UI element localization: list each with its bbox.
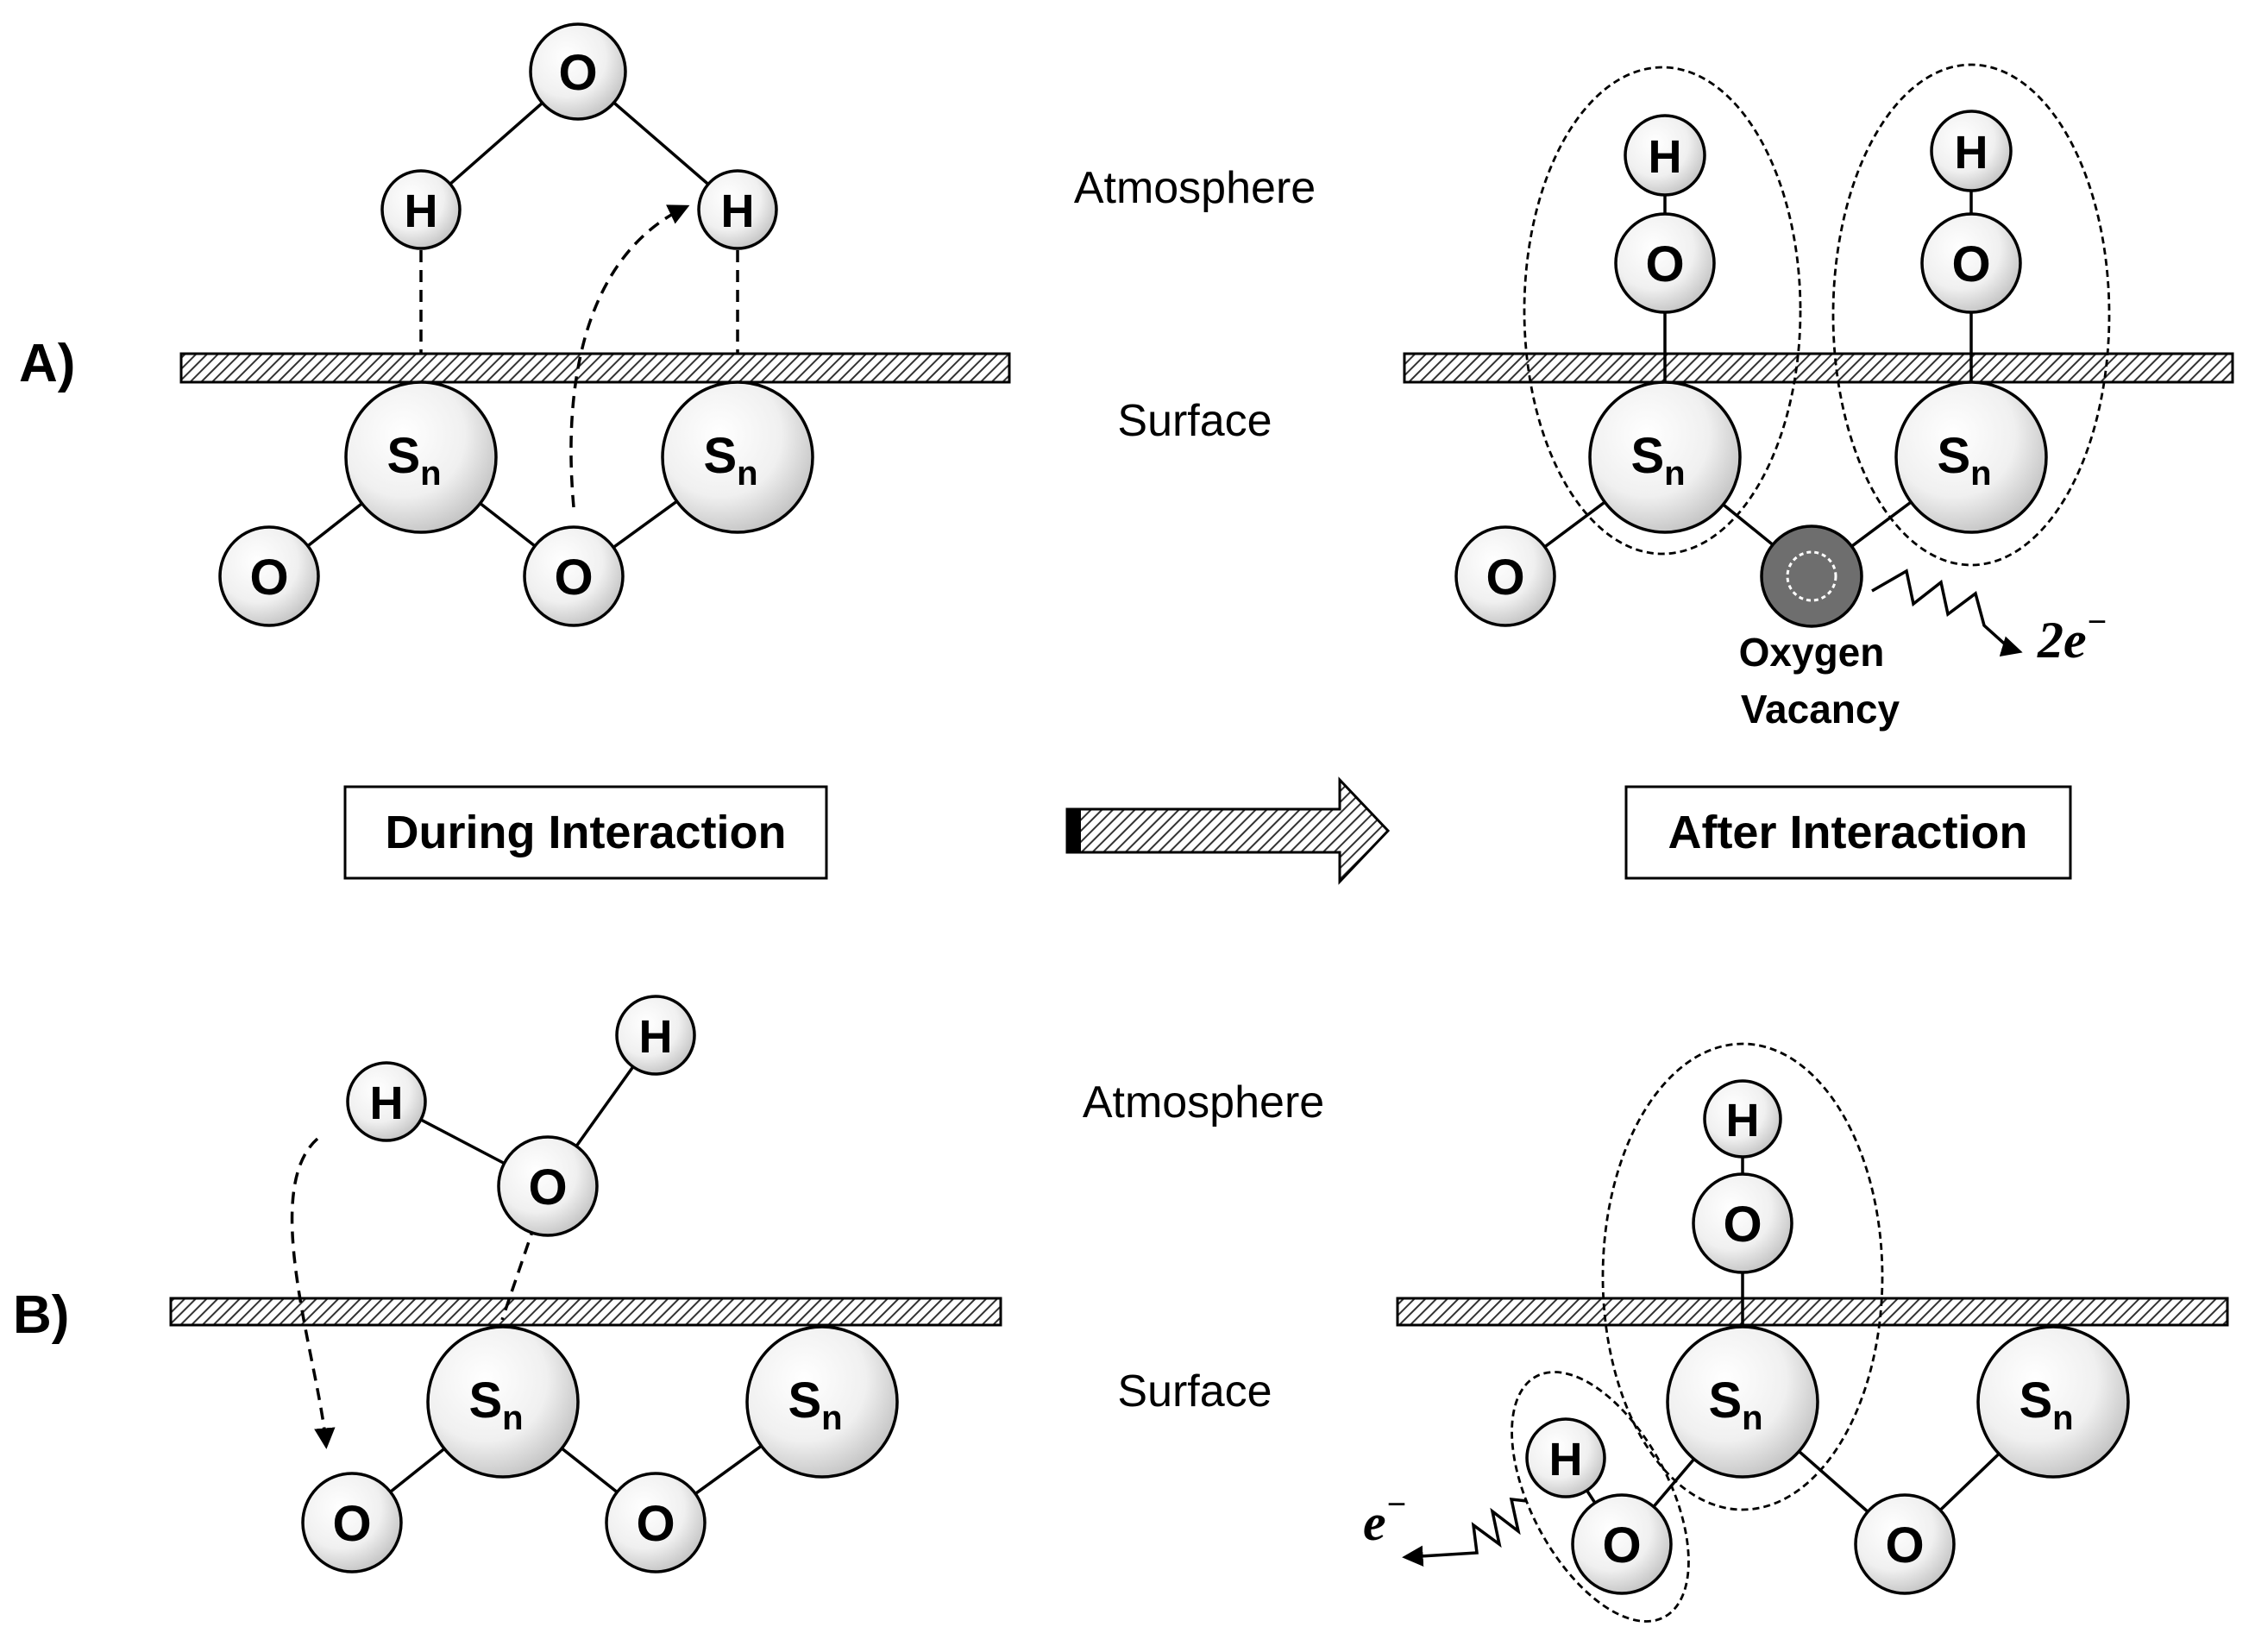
tin-atom: Sn	[661, 380, 814, 534]
oxygen-atom: O	[1614, 212, 1716, 314]
wavy-arrow-icon	[1402, 1497, 1528, 1567]
surface-slab	[1403, 352, 2234, 384]
svg-text:O: O	[1486, 550, 1524, 606]
hydrogen-atom: H	[1525, 1417, 1606, 1498]
svg-text:O: O	[554, 550, 593, 606]
hydrogen-atom: H	[1703, 1079, 1782, 1159]
tin-atom: Sn	[1976, 1325, 2130, 1479]
oxygen-atom: O	[1692, 1172, 1793, 1274]
svg-text:O: O	[558, 45, 597, 101]
svg-text:H: H	[1549, 1434, 1583, 1486]
svg-text:Sn: Sn	[2019, 1372, 2073, 1437]
oxygen-vacancy	[1760, 524, 1863, 628]
oxygen-atom: O	[301, 1472, 403, 1573]
caption-box	[343, 785, 828, 880]
caption-after-interaction: After Interaction	[1668, 807, 2027, 858]
svg-text:H: H	[1649, 131, 1682, 183]
atmosphere-label: Atmosphere	[1083, 1077, 1324, 1128]
oxygen-atom: O	[605, 1472, 707, 1573]
hydrogen-atom: H	[697, 169, 778, 250]
hydrogen-atom: H	[346, 1061, 427, 1142]
svg-text:O: O	[1951, 236, 1990, 292]
oxygen-atom: O	[497, 1135, 599, 1237]
surface-slab	[169, 1297, 1002, 1327]
svg-text:H: H	[405, 185, 438, 237]
oxygen-atom: O	[523, 525, 625, 627]
svg-text:O: O	[1723, 1197, 1762, 1253]
oxygen-vacancy-label: Vacancy	[1741, 687, 1900, 732]
oxygen-atom: O	[1454, 525, 1556, 627]
surface-label: Surface	[1117, 396, 1272, 446]
oxygen-atom: O	[1920, 212, 2022, 314]
tin-atom: Sn	[344, 380, 498, 534]
svg-text:Sn: Sn	[788, 1372, 842, 1437]
svg-text:O: O	[249, 550, 288, 606]
hydrogen-atom: H	[380, 169, 462, 250]
svg-text:Sn: Sn	[1630, 428, 1685, 493]
svg-text:H: H	[370, 1077, 404, 1129]
atmosphere-label: Atmosphere	[1074, 163, 1316, 213]
svg-text:H: H	[721, 185, 755, 237]
panel-b-label: B)	[13, 1285, 69, 1345]
svg-text:H: H	[639, 1011, 673, 1063]
oxygen-vacancy-label: Oxygen	[1739, 630, 1885, 675]
electron-release-label: e−	[1363, 1485, 1407, 1551]
hydrogen-atom: H	[1624, 114, 1706, 197]
adsorbed-hydroxyl-group-outline	[1601, 1042, 1884, 1511]
svg-text:O: O	[332, 1496, 371, 1552]
oxygen-atom: O	[1854, 1493, 1956, 1595]
svg-text:O: O	[636, 1496, 675, 1552]
tin-atom: Sn	[1894, 380, 2048, 534]
hydrogen-atom: H	[1930, 110, 2013, 192]
hydrogen-atom: H	[615, 995, 696, 1076]
electron-release-label: 2e−	[2037, 602, 2107, 669]
proton-transfer-arrow	[569, 204, 690, 508]
tin-atom: Sn	[1666, 1325, 1819, 1479]
proton-transfer-arrow	[290, 1137, 336, 1449]
oxygen-atom: O	[1571, 1493, 1673, 1595]
caption-box	[1624, 785, 2072, 880]
svg-text:O: O	[1602, 1517, 1641, 1573]
svg-text:Sn: Sn	[468, 1372, 523, 1437]
adsorbed-hydroxyl-group-outline	[1523, 66, 1802, 556]
svg-text:H: H	[1955, 127, 1988, 179]
wavy-arrow-icon	[1871, 568, 2023, 657]
svg-text:O: O	[1885, 1517, 1924, 1573]
panel-a-label: A)	[19, 334, 75, 393]
tin-atom: Sn	[1588, 380, 1742, 534]
surface-slab	[1396, 1297, 2229, 1327]
caption-during-interaction: During Interaction	[385, 807, 786, 858]
oxygen-atom: O	[529, 22, 627, 121]
oxygen-atom: O	[218, 525, 320, 627]
svg-text:Sn: Sn	[386, 428, 441, 493]
surface-slab	[179, 352, 1011, 384]
right-hatched-arrow-icon	[1065, 776, 1391, 885]
svg-text:O: O	[1645, 236, 1684, 292]
svg-text:H: H	[1726, 1095, 1760, 1146]
svg-text:Sn: Sn	[1708, 1372, 1762, 1437]
surface-hydroxyl-group-outline	[1511, 1371, 1690, 1623]
svg-text:O: O	[528, 1159, 567, 1215]
tin-atom: Sn	[745, 1325, 899, 1479]
surface-label: Surface	[1117, 1366, 1272, 1416]
svg-text:Sn: Sn	[703, 428, 757, 493]
svg-text:Sn: Sn	[1937, 428, 1991, 493]
tin-atom: Sn	[426, 1325, 580, 1479]
adsorbed-hydroxyl-group-outline	[1831, 63, 2111, 567]
